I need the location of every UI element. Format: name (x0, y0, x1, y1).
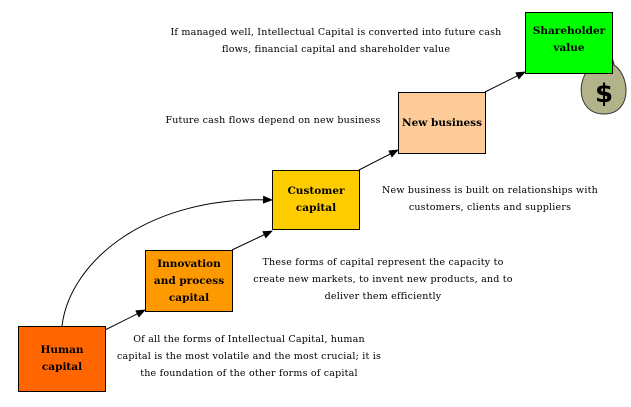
arrow-human-to-customer-curve (61, 195, 273, 327)
innovation-process-capital-label: Innovation and process capital (153, 257, 225, 304)
human-capital-note: Of all the forms of Intellectual Capital… (116, 334, 382, 379)
arrow-human-to-innovation (102, 309, 146, 332)
shareholder-value-note: If managed well, Intellectual Capital is… (170, 27, 502, 55)
human-capital-box: Human capital (18, 326, 106, 392)
shareholder-value-box: Shareholder value (525, 12, 613, 74)
new-business-box: New business (398, 92, 486, 154)
customer-capital-label: Customer capital (287, 185, 345, 214)
innovation-capital-note: These forms of capital represent the cap… (253, 257, 513, 302)
innovation-process-capital-box: Innovation and process capital (145, 250, 233, 312)
arrow-new-business-to-shareholder (484, 71, 526, 93)
new-business-label: New business (402, 116, 482, 129)
human-capital-label: Human capital (40, 344, 84, 373)
shareholder-value-label: Shareholder value (532, 25, 606, 54)
arrow-innovation-to-customer (231, 230, 273, 251)
customer-capital-note: New business is built on relationships w… (382, 185, 598, 213)
arrow-customer-to-new-business (358, 149, 399, 171)
new-business-note: Future cash flows depend on new business (165, 115, 381, 126)
customer-capital-box: Customer capital (272, 170, 360, 230)
dollar-sign: $ (595, 79, 613, 109)
